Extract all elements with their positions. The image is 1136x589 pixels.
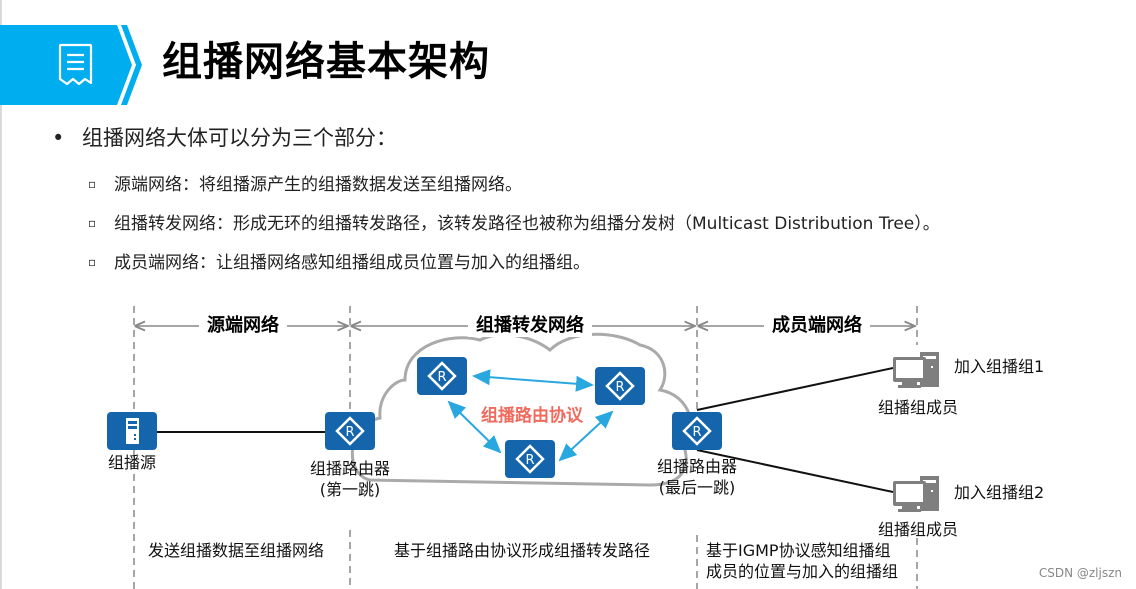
link-lasthop-member1: [696, 367, 894, 411]
router-core-1-router-icon[interactable]: R: [417, 357, 467, 395]
document-receipt-icon: [58, 43, 93, 86]
first-hop-sublabel: (第一跳): [319, 480, 381, 499]
source-label: 组播源: [107, 453, 157, 472]
protocol-arrow: [447, 400, 502, 454]
member1-join-label: 加入组播组1: [954, 357, 1045, 376]
banner-fill: [0, 25, 132, 105]
member-pc-icon-2[interactable]: [893, 476, 939, 512]
bullet-sub-source: ▫ 源端网络：将组播源产生的组播数据发送至组播网络。: [88, 170, 522, 195]
router-core-3-router-icon[interactable]: R: [505, 440, 555, 478]
router-core-2-router-icon[interactable]: R: [595, 367, 645, 405]
bullet-sub-text: 成员端网络：让组播网络感知组播组成员位置与加入的组播组。: [114, 253, 590, 273]
desc-member-line2: 成员的位置与加入的组播组: [706, 562, 899, 581]
member-pc-icon-1[interactable]: [893, 352, 939, 388]
protocol-arrows: [447, 369, 614, 462]
member2-label: 组播组成员: [877, 520, 959, 539]
bullet-main: • 组播网络大体可以分为三个部分：: [52, 122, 397, 152]
bullet-dot: •: [52, 126, 65, 150]
member1-label: 组播组成员: [877, 398, 959, 417]
router-glyph: R: [437, 370, 446, 385]
router-glyph: R: [615, 380, 624, 395]
bullet-sub-text: 组播转发网络：形成无环的组播转发路径，该转发路径也被称为组播分发树（Multic…: [114, 214, 940, 234]
desc-member-line1: 基于IGMP协议感知组播组: [706, 541, 891, 560]
router-glyph: R: [692, 425, 701, 440]
bullet-square: ▫: [88, 255, 97, 269]
protocol-label: 组播路由协议: [481, 406, 583, 426]
section-title-source: 源端网络: [199, 315, 287, 337]
router-last-hop-router-icon[interactable]: R: [672, 412, 722, 450]
desc-forwarding: 基于组播路由协议形成组播转发路径: [394, 541, 651, 560]
protocol-arrow: [472, 369, 594, 392]
bullet-square: ▫: [88, 216, 97, 230]
first-hop-label: 组播路由器: [309, 459, 391, 478]
last-hop-label: 组播路由器: [656, 457, 738, 476]
bullet-sub-forwarding: ▫ 组播转发网络：形成无环的组播转发路径，该转发路径也被称为组播分发树（Multi…: [88, 209, 940, 234]
section-title-member: 成员端网络: [764, 315, 870, 337]
slide-left-edge: [0, 0, 2, 589]
bullet-sub-member: ▫ 成员端网络：让组播网络感知组播组成员位置与加入的组播组。: [88, 248, 590, 273]
bullet-main-text: 组播网络大体可以分为三个部分：: [82, 126, 397, 150]
section-title-forwarding: 组播转发网络: [468, 315, 592, 337]
section-dividers: [133, 306, 918, 589]
member2-join-label: 加入组播组2: [954, 483, 1045, 502]
page-title: 组播网络基本架构: [162, 39, 490, 85]
link-lasthop-member2: [696, 449, 894, 493]
router-glyph: R: [525, 453, 534, 468]
header-banner: [0, 25, 142, 105]
bullet-square: ▫: [88, 177, 97, 191]
last-hop-sublabel: (最后一跳): [658, 478, 736, 497]
router-first-hop-router-icon[interactable]: R: [325, 412, 375, 450]
banner-chevron: [121, 25, 142, 105]
protocol-arrow: [558, 410, 614, 462]
watermark: CSDN @zljszn: [1038, 566, 1122, 580]
bullet-sub-text: 源端网络：将组播源产生的组播数据发送至组播网络。: [114, 175, 522, 195]
server-icon[interactable]: [107, 412, 157, 450]
desc-source: 发送组播数据至组播网络: [148, 541, 325, 560]
router-glyph: R: [345, 425, 354, 440]
